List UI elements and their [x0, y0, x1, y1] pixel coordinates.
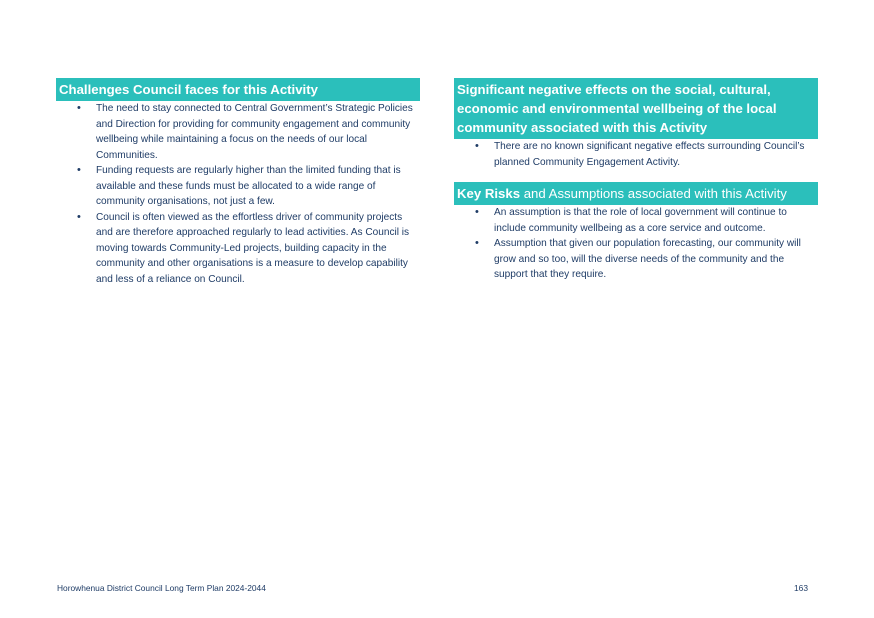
- list-item: An assumption is that the role of local …: [454, 205, 818, 236]
- key-risks-heading-rest: and Assumptions associated with this Act…: [520, 186, 787, 201]
- challenges-heading: Challenges Council faces for this Activi…: [56, 78, 420, 101]
- page-number: 163: [794, 583, 808, 593]
- negative-effects-list: There are no known significant negative …: [454, 139, 818, 170]
- effects-and-risks-section: Significant negative effects on the soci…: [454, 78, 818, 283]
- list-item: Funding requests are regularly higher th…: [56, 163, 420, 210]
- key-risks-list: An assumption is that the role of local …: [454, 205, 818, 283]
- list-item: The need to stay connected to Central Go…: [56, 101, 420, 163]
- list-item: There are no known significant negative …: [454, 139, 818, 170]
- challenges-list: The need to stay connected to Central Go…: [56, 101, 420, 287]
- list-item: Council is often viewed as the effortles…: [56, 210, 420, 288]
- list-item: Assumption that given our population for…: [454, 236, 818, 283]
- key-risks-heading-bold: Key Risks: [457, 186, 521, 201]
- footer-title: Horowhenua District Council Long Term Pl…: [57, 583, 266, 593]
- key-risks-heading: Key Risks and Assumptions associated wit…: [454, 182, 818, 205]
- challenges-section: Challenges Council faces for this Activi…: [56, 78, 420, 287]
- negative-effects-heading: Significant negative effects on the soci…: [454, 78, 818, 139]
